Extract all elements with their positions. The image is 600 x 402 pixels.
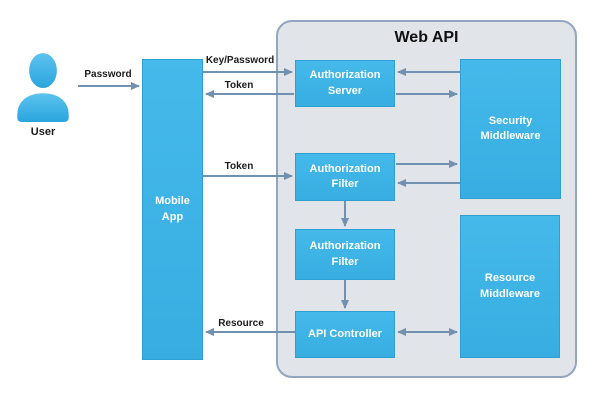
node-mobile-app: Mobile App xyxy=(142,59,203,360)
node-authorization-filter-1: Authorization Filter xyxy=(295,153,395,201)
edge-label-resource: Resource xyxy=(218,318,264,329)
user-icon xyxy=(17,53,69,122)
node-authorization-server: Authorization Server xyxy=(295,60,395,107)
edge-label-password: Password xyxy=(84,69,132,80)
node-security-middleware: Security Middleware xyxy=(460,59,561,199)
node-resource-middleware: Resource Middleware xyxy=(460,215,560,358)
edge-label-key-password: Key/Password xyxy=(205,55,275,66)
node-authorization-filter-2: Authorization Filter xyxy=(295,229,395,280)
edge-label-token-to-mobile: Token xyxy=(224,80,254,91)
node-api-controller: API Controller xyxy=(295,311,395,358)
edge-label-token-to-filter: Token xyxy=(224,161,254,172)
user-label: User xyxy=(30,126,56,138)
panel-title: Web API xyxy=(394,29,459,46)
